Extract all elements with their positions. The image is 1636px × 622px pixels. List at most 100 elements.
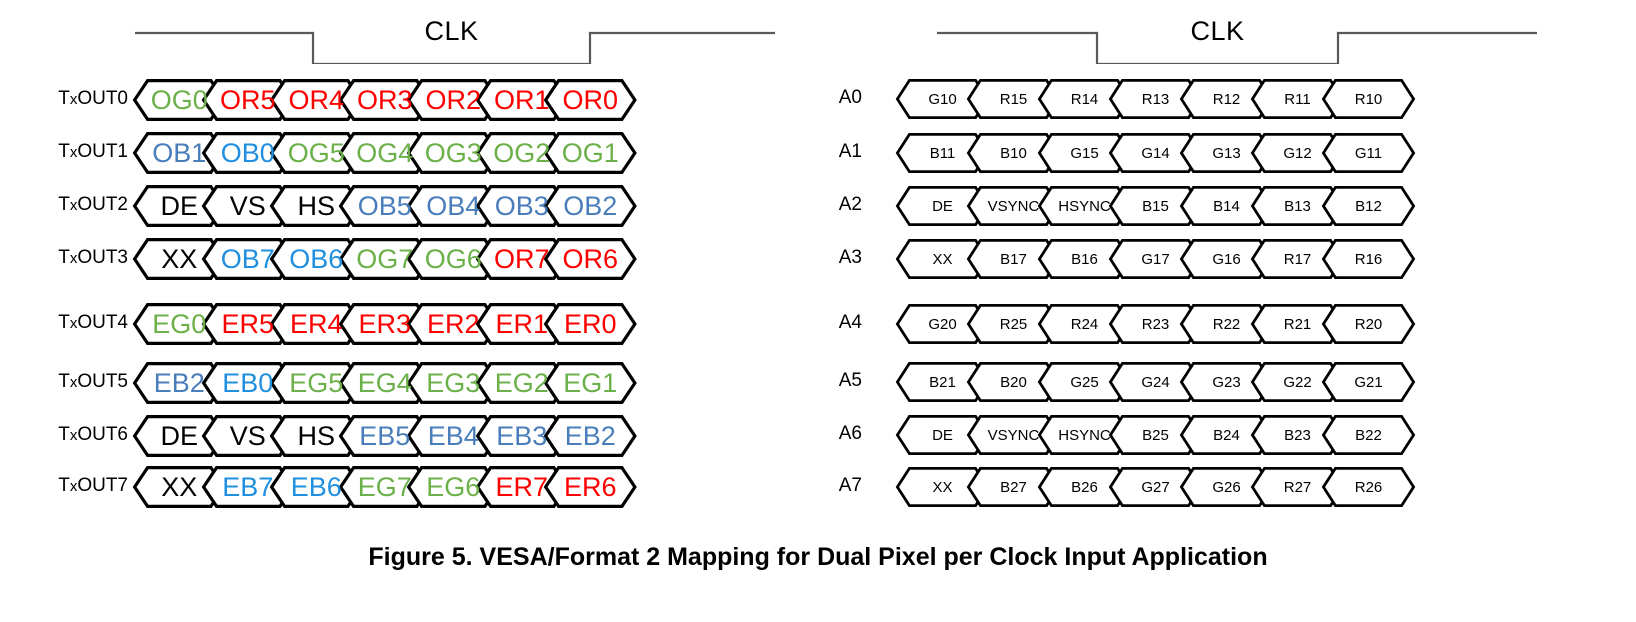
cell-text: R15 bbox=[999, 90, 1028, 108]
data-cell: OR3 bbox=[338, 79, 432, 121]
cell-text: B13 bbox=[1284, 197, 1311, 215]
data-cell: OR2 bbox=[406, 79, 500, 121]
right-clock-waveform bbox=[937, 12, 1537, 74]
cell-text: B20 bbox=[1000, 373, 1027, 391]
row-label-txout6: TxOUT6 bbox=[58, 424, 128, 445]
cell-text: OG1 bbox=[561, 137, 619, 168]
data-cell: ER1 bbox=[475, 303, 569, 345]
data-cell: R16 bbox=[1321, 239, 1416, 279]
data-cell: DE bbox=[132, 185, 226, 227]
cell-text: OG2 bbox=[493, 137, 551, 168]
data-cell: G14 bbox=[1108, 133, 1203, 173]
cell-text: B23 bbox=[1284, 426, 1311, 444]
row-label-a0: A0 bbox=[838, 87, 862, 108]
cell-text: G17 bbox=[1141, 250, 1170, 268]
data-cell: HS bbox=[269, 185, 363, 227]
data-cell: DE bbox=[895, 186, 990, 226]
data-cell: OR7 bbox=[475, 238, 569, 280]
data-cell: VSYNC bbox=[966, 186, 1061, 226]
data-cell: R12 bbox=[1179, 79, 1274, 119]
cell-text: G16 bbox=[1212, 250, 1241, 268]
cell-text: XX bbox=[932, 250, 953, 268]
data-cell: G20 bbox=[895, 304, 990, 344]
data-cell: OG7 bbox=[338, 238, 432, 280]
data-cell: DE bbox=[895, 415, 990, 455]
cell-text: G15 bbox=[1070, 144, 1099, 162]
cell-text: OB1 bbox=[152, 137, 207, 168]
cell-text: OB4 bbox=[426, 190, 481, 221]
cell-text: G10 bbox=[928, 90, 957, 108]
cell-text: G25 bbox=[1070, 373, 1099, 391]
cell-text: EG0 bbox=[152, 308, 207, 339]
data-cell: ER3 bbox=[338, 303, 432, 345]
data-cell: B25 bbox=[1108, 415, 1203, 455]
cell-text: DE bbox=[160, 420, 198, 451]
cell-text: G27 bbox=[1141, 478, 1170, 496]
right-clock-label: CLK bbox=[1190, 16, 1245, 46]
data-cell: B27 bbox=[966, 467, 1061, 507]
data-cell: OB4 bbox=[406, 185, 500, 227]
data-cell: OB1 bbox=[132, 132, 226, 174]
data-cell: B10 bbox=[966, 133, 1061, 173]
cell-text: G26 bbox=[1212, 478, 1241, 496]
data-cell: OG0 bbox=[132, 79, 226, 121]
cell-text: R21 bbox=[1283, 315, 1312, 333]
cell-text: EG1 bbox=[563, 367, 618, 398]
cell-text: B21 bbox=[929, 373, 956, 391]
cell-text: B11 bbox=[929, 144, 956, 162]
cell-text: EG5 bbox=[289, 367, 344, 398]
cell-text: EB0 bbox=[222, 367, 274, 398]
data-cell: G22 bbox=[1250, 362, 1345, 402]
cell-text: OB2 bbox=[563, 190, 618, 221]
cell-text: G14 bbox=[1141, 144, 1170, 162]
cell-text: G20 bbox=[928, 315, 957, 333]
data-cell: B20 bbox=[966, 362, 1061, 402]
data-cell: R13 bbox=[1108, 79, 1203, 119]
cell-text: R12 bbox=[1212, 90, 1241, 108]
row-label-a3: A3 bbox=[838, 247, 862, 268]
cell-text: HSYNC bbox=[1058, 426, 1111, 444]
cell-text: B22 bbox=[1355, 426, 1382, 444]
cell-text: R25 bbox=[999, 315, 1028, 333]
data-cell: EG2 bbox=[475, 362, 569, 404]
data-cell: R22 bbox=[1179, 304, 1274, 344]
cell-text: R14 bbox=[1070, 90, 1099, 108]
data-cell: OR1 bbox=[475, 79, 569, 121]
cell-text: B25 bbox=[1142, 426, 1169, 444]
data-cell: B12 bbox=[1321, 186, 1416, 226]
data-cell: R17 bbox=[1250, 239, 1345, 279]
data-cell: HSYNC bbox=[1037, 186, 1132, 226]
data-cell: EG1 bbox=[543, 362, 637, 404]
cell-text: R16 bbox=[1354, 250, 1383, 268]
data-cell: EG3 bbox=[406, 362, 500, 404]
cell-text: OR2 bbox=[425, 84, 482, 115]
cell-text: DE bbox=[932, 197, 953, 215]
cell-text: OR0 bbox=[562, 84, 619, 115]
data-cell: R10 bbox=[1321, 79, 1416, 119]
cell-text: EB6 bbox=[290, 471, 342, 502]
data-cell: B22 bbox=[1321, 415, 1416, 455]
data-cell: B11 bbox=[895, 133, 990, 173]
data-cell: EG4 bbox=[338, 362, 432, 404]
cell-text: EB7 bbox=[222, 471, 274, 502]
data-cell: G23 bbox=[1179, 362, 1274, 402]
row-label-txout2: TxOUT2 bbox=[58, 194, 128, 215]
data-cell: ER2 bbox=[406, 303, 500, 345]
row-label-txout0: TxOUT0 bbox=[58, 88, 128, 109]
data-cell: R15 bbox=[966, 79, 1061, 119]
data-cell: R11 bbox=[1250, 79, 1345, 119]
data-cell: EG5 bbox=[269, 362, 363, 404]
data-cell: R23 bbox=[1108, 304, 1203, 344]
